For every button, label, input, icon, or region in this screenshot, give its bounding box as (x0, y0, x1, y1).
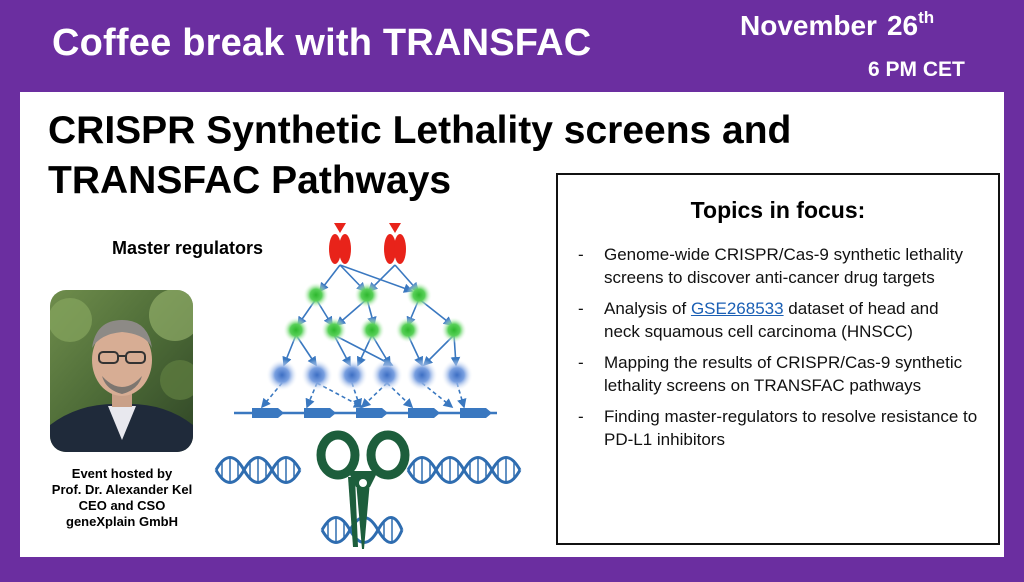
host-info: Event hosted by Prof. Dr. Alexander Kel … (38, 466, 206, 530)
topic-text: Mapping the results of CRISPR/Cas-9 synt… (604, 353, 963, 395)
topic-list: - Genome-wide CRISPR/Cas-9 synthetic let… (578, 243, 978, 459)
bullet-dash: - (578, 407, 584, 426)
topic-item-1: - Genome-wide CRISPR/Cas-9 synthetic let… (578, 243, 978, 289)
host-role: CEO and CSO (78, 498, 166, 513)
topic-item-4: - Finding master-regulators to resolve r… (578, 405, 978, 451)
host-photo (50, 290, 193, 452)
topic-item-3: - Mapping the results of CRISPR/Cas-9 sy… (578, 351, 978, 397)
scissors-icon (316, 430, 410, 549)
topic-text-post: dataset of head and neck squamous cell c… (604, 299, 939, 341)
gene-track-icon (234, 408, 497, 418)
bullet-dash: - (578, 299, 584, 318)
topic-text-pre: Analysis of (604, 299, 691, 318)
topics-box: Topics in focus: - Genome-wide CRISPR/Ca… (556, 173, 1000, 545)
event-date: November 26th (740, 8, 935, 42)
bullet-dash: - (578, 353, 584, 372)
topic-text: Genome-wide CRISPR/Cas-9 synthetic letha… (604, 245, 964, 287)
dataset-link[interactable]: GSE268533 (690, 299, 784, 318)
signaling-node-icon (266, 282, 473, 391)
receptor-icon (329, 223, 406, 264)
date-month: November (740, 10, 877, 41)
date-day: 26 (886, 10, 919, 41)
topic-item-2: - Analysis of GSE268533 dataset of head … (578, 297, 978, 343)
date-suffix: th (918, 8, 935, 27)
master-regulators-label: Master regulators (112, 238, 264, 258)
talk-title: CRISPR Synthetic Lethality screens and T… (48, 106, 948, 206)
dna-helix-icon (214, 456, 522, 544)
host-company: geneXplain GmbH (66, 514, 178, 529)
pathway-figure (214, 223, 522, 549)
host-line-1: Event hosted by (71, 466, 173, 481)
bullet-dash: - (578, 245, 584, 264)
talk-title-line-1: CRISPR Synthetic Lethality screens and (48, 109, 792, 152)
host-portrait-image (50, 290, 193, 452)
topics-heading: Topics in focus: (690, 197, 866, 223)
topic-text: Finding master-regulators to resolve res… (604, 407, 978, 449)
talk-title-line-2: TRANSFAC Pathways (48, 159, 452, 202)
host-name: Prof. Dr. Alexander Kel (51, 482, 193, 497)
event-title: Coffee break with TRANSFAC (52, 22, 592, 64)
event-time: 6 PM CET (868, 58, 965, 81)
pathway-diagram (212, 215, 532, 560)
